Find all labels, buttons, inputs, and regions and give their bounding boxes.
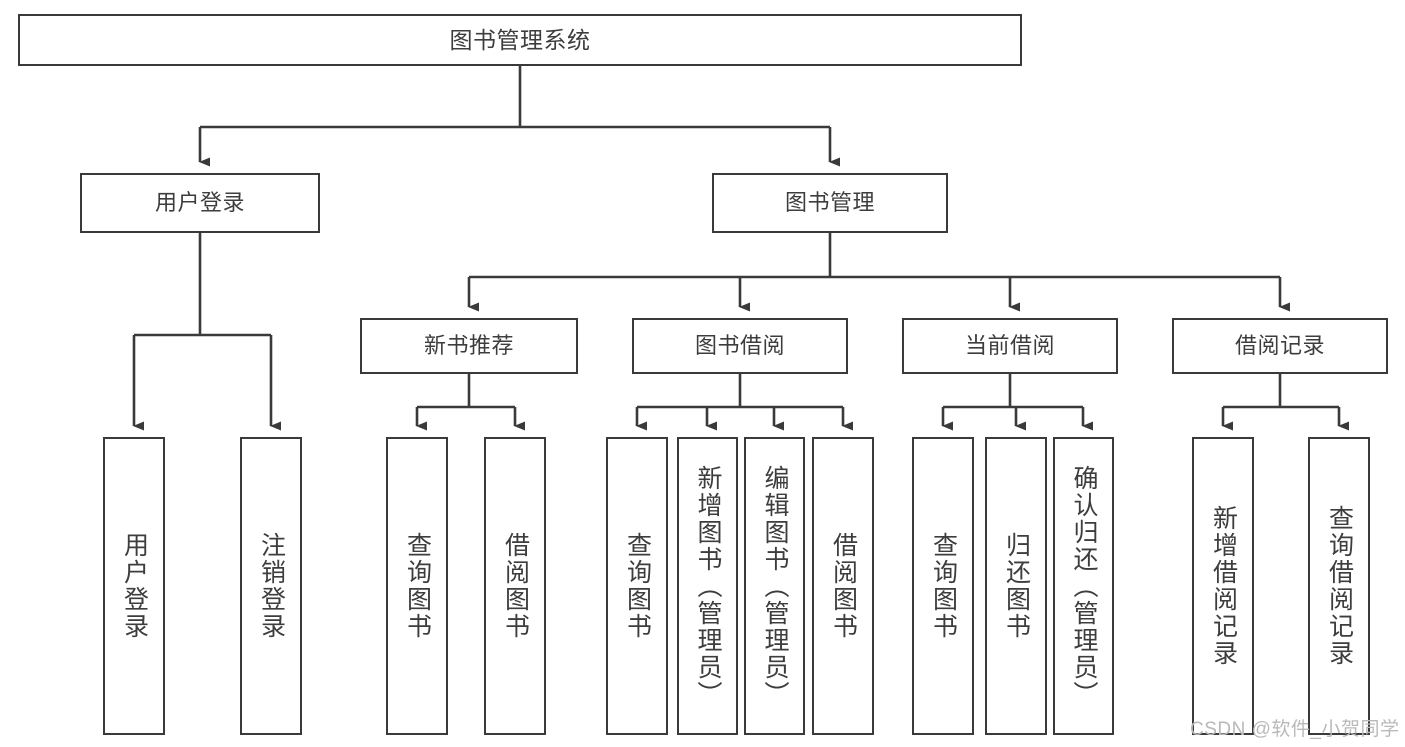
node-leaf-query-book-2: 查询图书 (606, 437, 668, 735)
node-root: 图书管理系统 (18, 14, 1022, 66)
node-book-manage-label: 图书管理 (784, 190, 875, 216)
node-borrow-record-label: 借阅记录 (1234, 333, 1325, 359)
node-leaf-add-borrow-record: 新增借阅记录 (1192, 437, 1254, 735)
node-leaf-query-borrow-record: 查询借阅记录 (1308, 437, 1370, 735)
node-leaf-query-book-2-label: 查询图书 (623, 532, 652, 640)
node-new-book-recommend-label: 新书推荐 (423, 333, 514, 359)
node-leaf-user-logout-label: 注销登录 (257, 532, 286, 640)
node-user-login-label: 用户登录 (154, 190, 245, 216)
node-leaf-edit-book-admin-label: 编辑图书（管理员） (761, 464, 789, 708)
node-borrow-record: 借阅记录 (1172, 318, 1388, 374)
node-book-manage: 图书管理 (712, 173, 948, 233)
node-leaf-query-book-3: 查询图书 (912, 437, 974, 735)
node-leaf-user-login: 用户登录 (103, 437, 165, 735)
node-book-borrow-label: 图书借阅 (694, 333, 785, 359)
node-leaf-return-book: 归还图书 (985, 437, 1047, 735)
node-leaf-borrow-book-1: 借阅图书 (484, 437, 546, 735)
node-current-borrow: 当前借阅 (902, 318, 1118, 374)
node-root-label: 图书管理系统 (449, 26, 591, 53)
node-leaf-borrow-book-1-label: 借阅图书 (501, 532, 530, 640)
node-leaf-borrow-book-2: 借阅图书 (812, 437, 874, 735)
node-leaf-return-book-label: 归还图书 (1002, 532, 1031, 640)
node-leaf-user-logout: 注销登录 (240, 437, 302, 735)
node-leaf-query-borrow-record-label: 查询借阅记录 (1325, 505, 1354, 667)
node-leaf-add-book-admin-label: 新增图书（管理员） (694, 464, 722, 708)
csdn-watermark: CSDN @软件_小贺同学 (1190, 719, 1400, 740)
node-user-login: 用户登录 (80, 173, 320, 233)
node-leaf-confirm-return-admin-label: 确认归还（管理员） (1070, 464, 1098, 708)
node-leaf-edit-book-admin: 编辑图书（管理员） (744, 437, 805, 735)
node-leaf-add-borrow-record-label: 新增借阅记录 (1209, 505, 1238, 667)
node-leaf-borrow-book-2-label: 借阅图书 (829, 532, 858, 640)
node-book-borrow: 图书借阅 (632, 318, 848, 374)
node-leaf-user-login-label: 用户登录 (120, 532, 149, 640)
node-leaf-add-book-admin: 新增图书（管理员） (677, 437, 738, 735)
node-leaf-query-book-3-label: 查询图书 (929, 532, 958, 640)
node-new-book-recommend: 新书推荐 (360, 318, 578, 374)
node-leaf-confirm-return-admin: 确认归还（管理员） (1053, 437, 1114, 735)
node-leaf-query-book-1-label: 查询图书 (403, 532, 432, 640)
node-leaf-query-book-1: 查询图书 (386, 437, 448, 735)
node-current-borrow-label: 当前借阅 (964, 333, 1055, 359)
